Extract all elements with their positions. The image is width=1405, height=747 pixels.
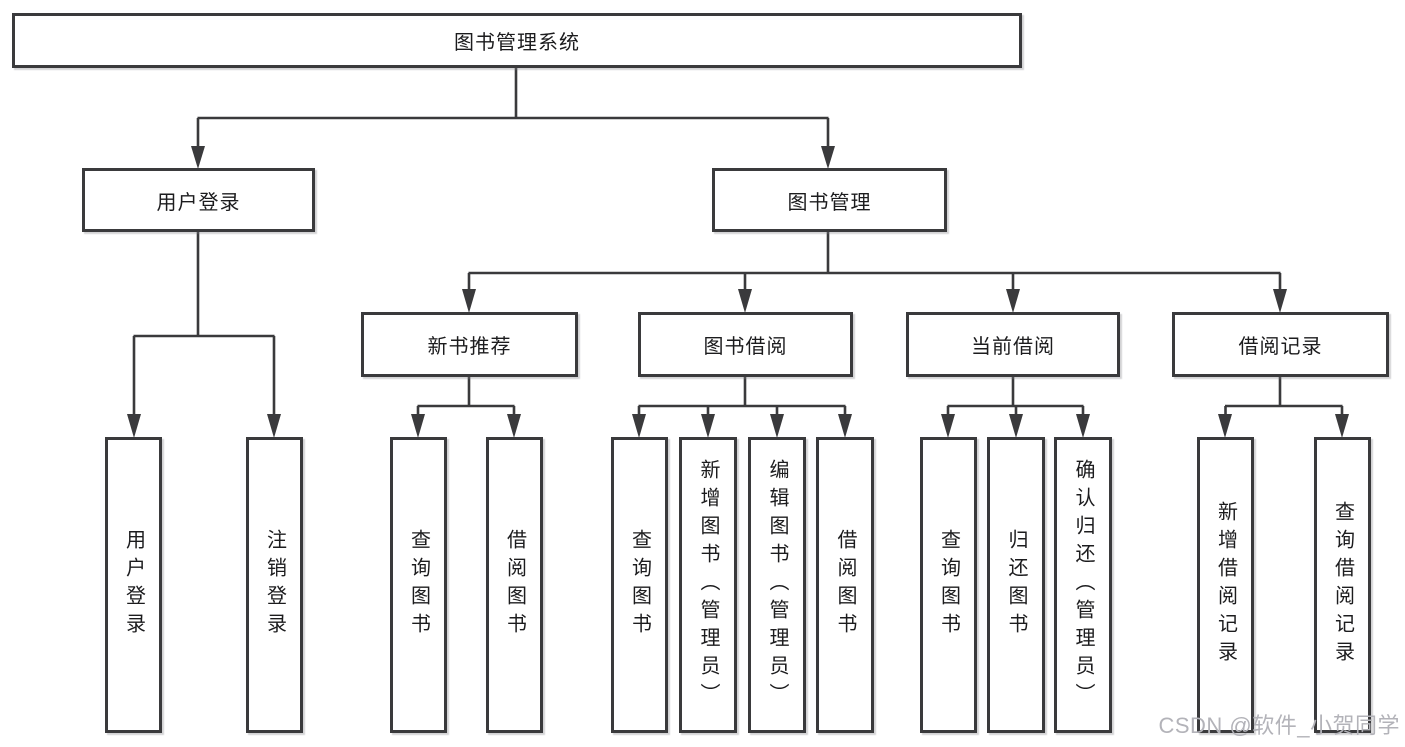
leaf-query-books-recommend: 查询图书 xyxy=(390,437,447,733)
leaf-query-books-recommend-label: 查询图书 xyxy=(407,529,430,641)
leaf-query-borrow-record: 查询借阅记录 xyxy=(1314,437,1371,733)
leaf-add-books-admin: 新增图书（管理员） xyxy=(679,437,737,733)
node-root-system: 图书管理系统 xyxy=(12,13,1022,68)
node-book-borrowing: 图书借阅 xyxy=(638,312,853,377)
node-current-borrowing-label: 当前借阅 xyxy=(971,336,1055,358)
leaf-query-books-current-label: 查询图书 xyxy=(937,529,960,641)
leaf-edit-books-admin-label: 编辑图书（管理员） xyxy=(766,459,788,711)
node-book-borrowing-label: 图书借阅 xyxy=(703,336,788,358)
node-current-borrowing: 当前借阅 xyxy=(906,312,1120,377)
leaf-confirm-return-admin: 确认归还（管理员） xyxy=(1054,437,1112,733)
node-user-login-label: 用户登录 xyxy=(156,191,241,214)
leaf-user-login: 用户登录 xyxy=(105,437,162,733)
leaf-return-books-label: 归还图书 xyxy=(1005,529,1027,641)
leaf-return-books: 归还图书 xyxy=(987,437,1045,733)
csdn-watermark: CSDN @软件_小贺同学 xyxy=(1158,713,1400,738)
node-root-label: 图书管理系统 xyxy=(454,32,580,54)
leaf-borrow-books-recommend-label: 借阅图书 xyxy=(503,529,526,641)
node-new-book-recommend: 新书推荐 xyxy=(361,312,578,377)
leaf-query-borrow-record-label: 查询借阅记录 xyxy=(1331,501,1354,669)
leaf-query-books-borrowing-label: 查询图书 xyxy=(628,529,651,641)
leaf-borrow-books-recommend: 借阅图书 xyxy=(486,437,543,733)
node-user-login: 用户登录 xyxy=(82,168,315,232)
node-borrowing-records-label: 借阅记录 xyxy=(1238,336,1323,358)
leaf-logout-label: 注销登录 xyxy=(263,529,286,641)
leaf-add-borrow-record: 新增借阅记录 xyxy=(1197,437,1254,733)
leaf-user-login-label: 用户登录 xyxy=(122,529,145,641)
leaf-logout: 注销登录 xyxy=(246,437,303,733)
node-borrowing-records: 借阅记录 xyxy=(1172,312,1389,377)
leaf-edit-books-admin: 编辑图书（管理员） xyxy=(748,437,806,733)
leaf-add-books-admin-label: 新增图书（管理员） xyxy=(697,459,719,711)
node-book-management: 图书管理 xyxy=(712,168,947,232)
leaf-borrow-books: 借阅图书 xyxy=(816,437,874,733)
node-new-book-recommend-label: 新书推荐 xyxy=(427,336,512,358)
leaf-query-books-current: 查询图书 xyxy=(920,437,977,733)
leaf-add-borrow-record-label: 新增借阅记录 xyxy=(1214,501,1237,669)
node-book-management-label: 图书管理 xyxy=(787,191,872,214)
leaf-confirm-return-admin-label: 确认归还（管理员） xyxy=(1072,459,1094,711)
leaf-borrow-books-label: 借阅图书 xyxy=(834,529,856,641)
leaf-query-books-borrowing: 查询图书 xyxy=(611,437,668,733)
